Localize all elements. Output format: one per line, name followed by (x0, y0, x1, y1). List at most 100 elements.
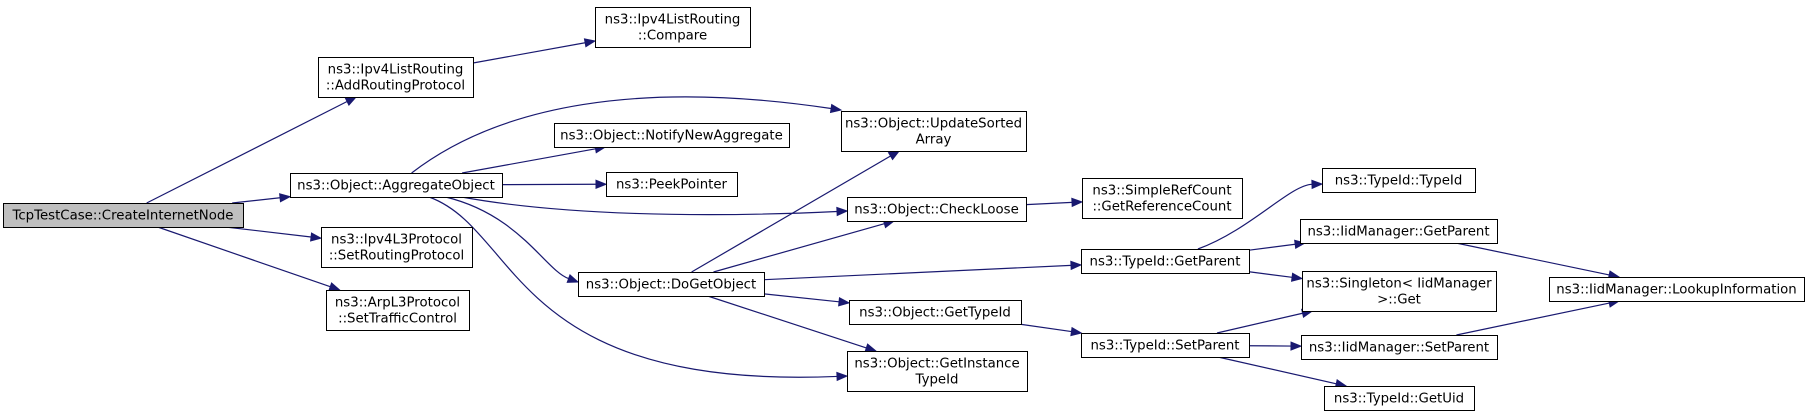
edge-line (1248, 243, 1296, 251)
edge-aggregate-object-to-notify-new-aggregate (462, 144, 607, 174)
node-lookup-information[interactable]: ns3::IidManager::LookupInformation (1549, 277, 1805, 302)
node-singleton-get[interactable]: ns3::Singleton< IidManager>::Get (1302, 271, 1497, 312)
node-label: ns3::Object::UpdateSorted (845, 117, 1022, 132)
node-label: ::AddRoutingProtocol (326, 79, 465, 94)
edge-aggregate-object-to-check-loose (461, 196, 849, 217)
node-label: ns3::Ipv4L3Protocol (331, 233, 462, 248)
node-aggregate-object[interactable]: ns3::Object::AggregateObject (290, 173, 503, 198)
node-typeid-typeid[interactable]: ns3::TypeId::TypeId (1322, 168, 1476, 193)
node-get-reference-count[interactable]: ns3::SimpleRefCount::GetReferenceCount (1082, 178, 1243, 219)
edge-line (411, 96, 832, 174)
node-do-get-object[interactable]: ns3::Object::DoGetObject (578, 272, 765, 297)
edge-line (445, 196, 569, 280)
node-label: TcpTestCase::CreateInternetNode (12, 209, 234, 224)
edge-line (763, 264, 1072, 281)
node-typeid-get-parent[interactable]: ns3::TypeId::GetParent (1081, 249, 1250, 274)
edge-arrowhead (595, 179, 608, 190)
node-get-type-id[interactable]: ns3::Object::GetTypeId (849, 300, 1022, 325)
node-peek-pointer[interactable]: ns3::PeekPointer (606, 172, 738, 197)
edge-arrowhead (836, 371, 849, 382)
edge-check-loose-to-get-reference-count (1025, 197, 1084, 208)
node-box (3, 203, 244, 228)
edge-arrowhead (566, 273, 580, 283)
edge-typeid-set-parent-to-typeid-get-uid (1217, 356, 1348, 389)
node-iid-get-parent[interactable]: ns3::IidManager::GetParent (1300, 219, 1498, 244)
edge-aggregate-object-to-update-sorted-array (411, 96, 843, 174)
edge-line (1217, 356, 1337, 385)
node-label: ns3::TypeId::SetParent (1090, 339, 1239, 354)
edge-line (1216, 312, 1303, 334)
edge-do-get-object-to-get-type-id (763, 293, 851, 307)
node-label: ::Compare (638, 29, 707, 44)
edge-line (1197, 183, 1313, 250)
node-label: ns3::IidManager::LookupInformation (1556, 283, 1796, 298)
node-iid-set-parent[interactable]: ns3::IidManager::SetParent (1301, 335, 1498, 360)
node-box (321, 227, 473, 268)
edge-arrowhead (1070, 260, 1083, 271)
node-label: ns3::Ipv4ListRouting (605, 13, 741, 28)
edge-arrowhead (328, 282, 341, 292)
node-check-loose[interactable]: ns3::Object::CheckLoose (847, 197, 1027, 222)
edge-arrowhead (1071, 197, 1084, 208)
node-label: ns3::IidManager::SetParent (1309, 341, 1489, 356)
edge-arrowhead (310, 232, 323, 242)
edge-line (691, 155, 891, 273)
edge-line (1456, 302, 1610, 336)
edge-line (225, 226, 312, 238)
node-label: ns3::Object::NotifyNewAggregate (560, 129, 783, 144)
node-box (847, 351, 1028, 392)
edge-line (1018, 323, 1072, 333)
edge-create-internet-node-to-set-routing-protocol (225, 226, 323, 242)
node-box (1300, 219, 1498, 244)
node-set-traffic-control[interactable]: ns3::ArpL3Protocol::SetTrafficControl (326, 290, 470, 331)
edge-line (157, 226, 331, 288)
edge-line (428, 196, 838, 378)
node-label: ::SetTrafficControl (338, 312, 457, 327)
node-box (1322, 168, 1476, 193)
node-label: ns3::ArpL3Protocol (335, 296, 460, 311)
edge-typeid-get-parent-to-typeid-typeid (1197, 179, 1324, 250)
node-typeid-set-parent[interactable]: ns3::TypeId::SetParent (1081, 333, 1250, 358)
node-label: ::GetReferenceCount (1092, 200, 1231, 215)
edge-typeid-set-parent-to-singleton-get (1216, 308, 1314, 334)
edge-line (146, 100, 348, 204)
edge-arrowhead (344, 96, 358, 106)
node-box (318, 57, 474, 98)
node-set-routing-protocol[interactable]: ns3::Ipv4L3Protocol::SetRoutingProtocol (321, 227, 473, 268)
node-typeid-get-uid[interactable]: ns3::TypeId::GetUid (1324, 386, 1475, 411)
edge-arrowhead (1290, 341, 1303, 351)
edge-arrowhead (838, 297, 851, 307)
node-box (1324, 386, 1475, 411)
edge-line (1455, 242, 1610, 276)
node-create-internet-node[interactable]: TcpTestCase::CreateInternetNode (3, 203, 244, 228)
node-compare[interactable]: ns3::Ipv4ListRouting::Compare (595, 7, 751, 48)
node-label: ::SetRoutingProtocol (329, 249, 464, 264)
node-label: Array (916, 133, 952, 148)
node-label: ns3::Object::GetTypeId (859, 306, 1011, 321)
edge-line (707, 295, 867, 349)
node-label: ns3::Singleton< IidManager (1306, 277, 1492, 292)
node-label: ns3::Object::GetInstance (854, 357, 1019, 372)
node-box (1082, 178, 1243, 219)
edge-aggregate-object-to-peek-pointer (501, 179, 608, 190)
edge-line (472, 42, 586, 64)
edge-get-type-id-to-typeid-set-parent (1018, 323, 1083, 337)
node-box (554, 123, 790, 148)
edge-line (763, 293, 840, 303)
edge-line (1248, 271, 1293, 278)
edge-do-get-object-to-typeid-get-parent (763, 260, 1083, 281)
edge-arrowhead (1294, 239, 1307, 250)
node-add-routing-protocol[interactable]: ns3::Ipv4ListRouting::AddRoutingProtocol (318, 57, 474, 98)
edge-line (462, 148, 596, 174)
node-notify-new-aggregate[interactable]: ns3::Object::NotifyNewAggregate (554, 123, 790, 148)
edge-typeid-set-parent-to-iid-set-parent (1248, 341, 1303, 351)
edge-typeid-get-parent-to-singleton-get (1248, 271, 1304, 282)
edge-arrowhead (887, 150, 901, 161)
node-box (1302, 271, 1497, 312)
node-box (1081, 333, 1250, 358)
node-box (1081, 249, 1250, 274)
node-label: ns3::Ipv4ListRouting (328, 63, 464, 78)
